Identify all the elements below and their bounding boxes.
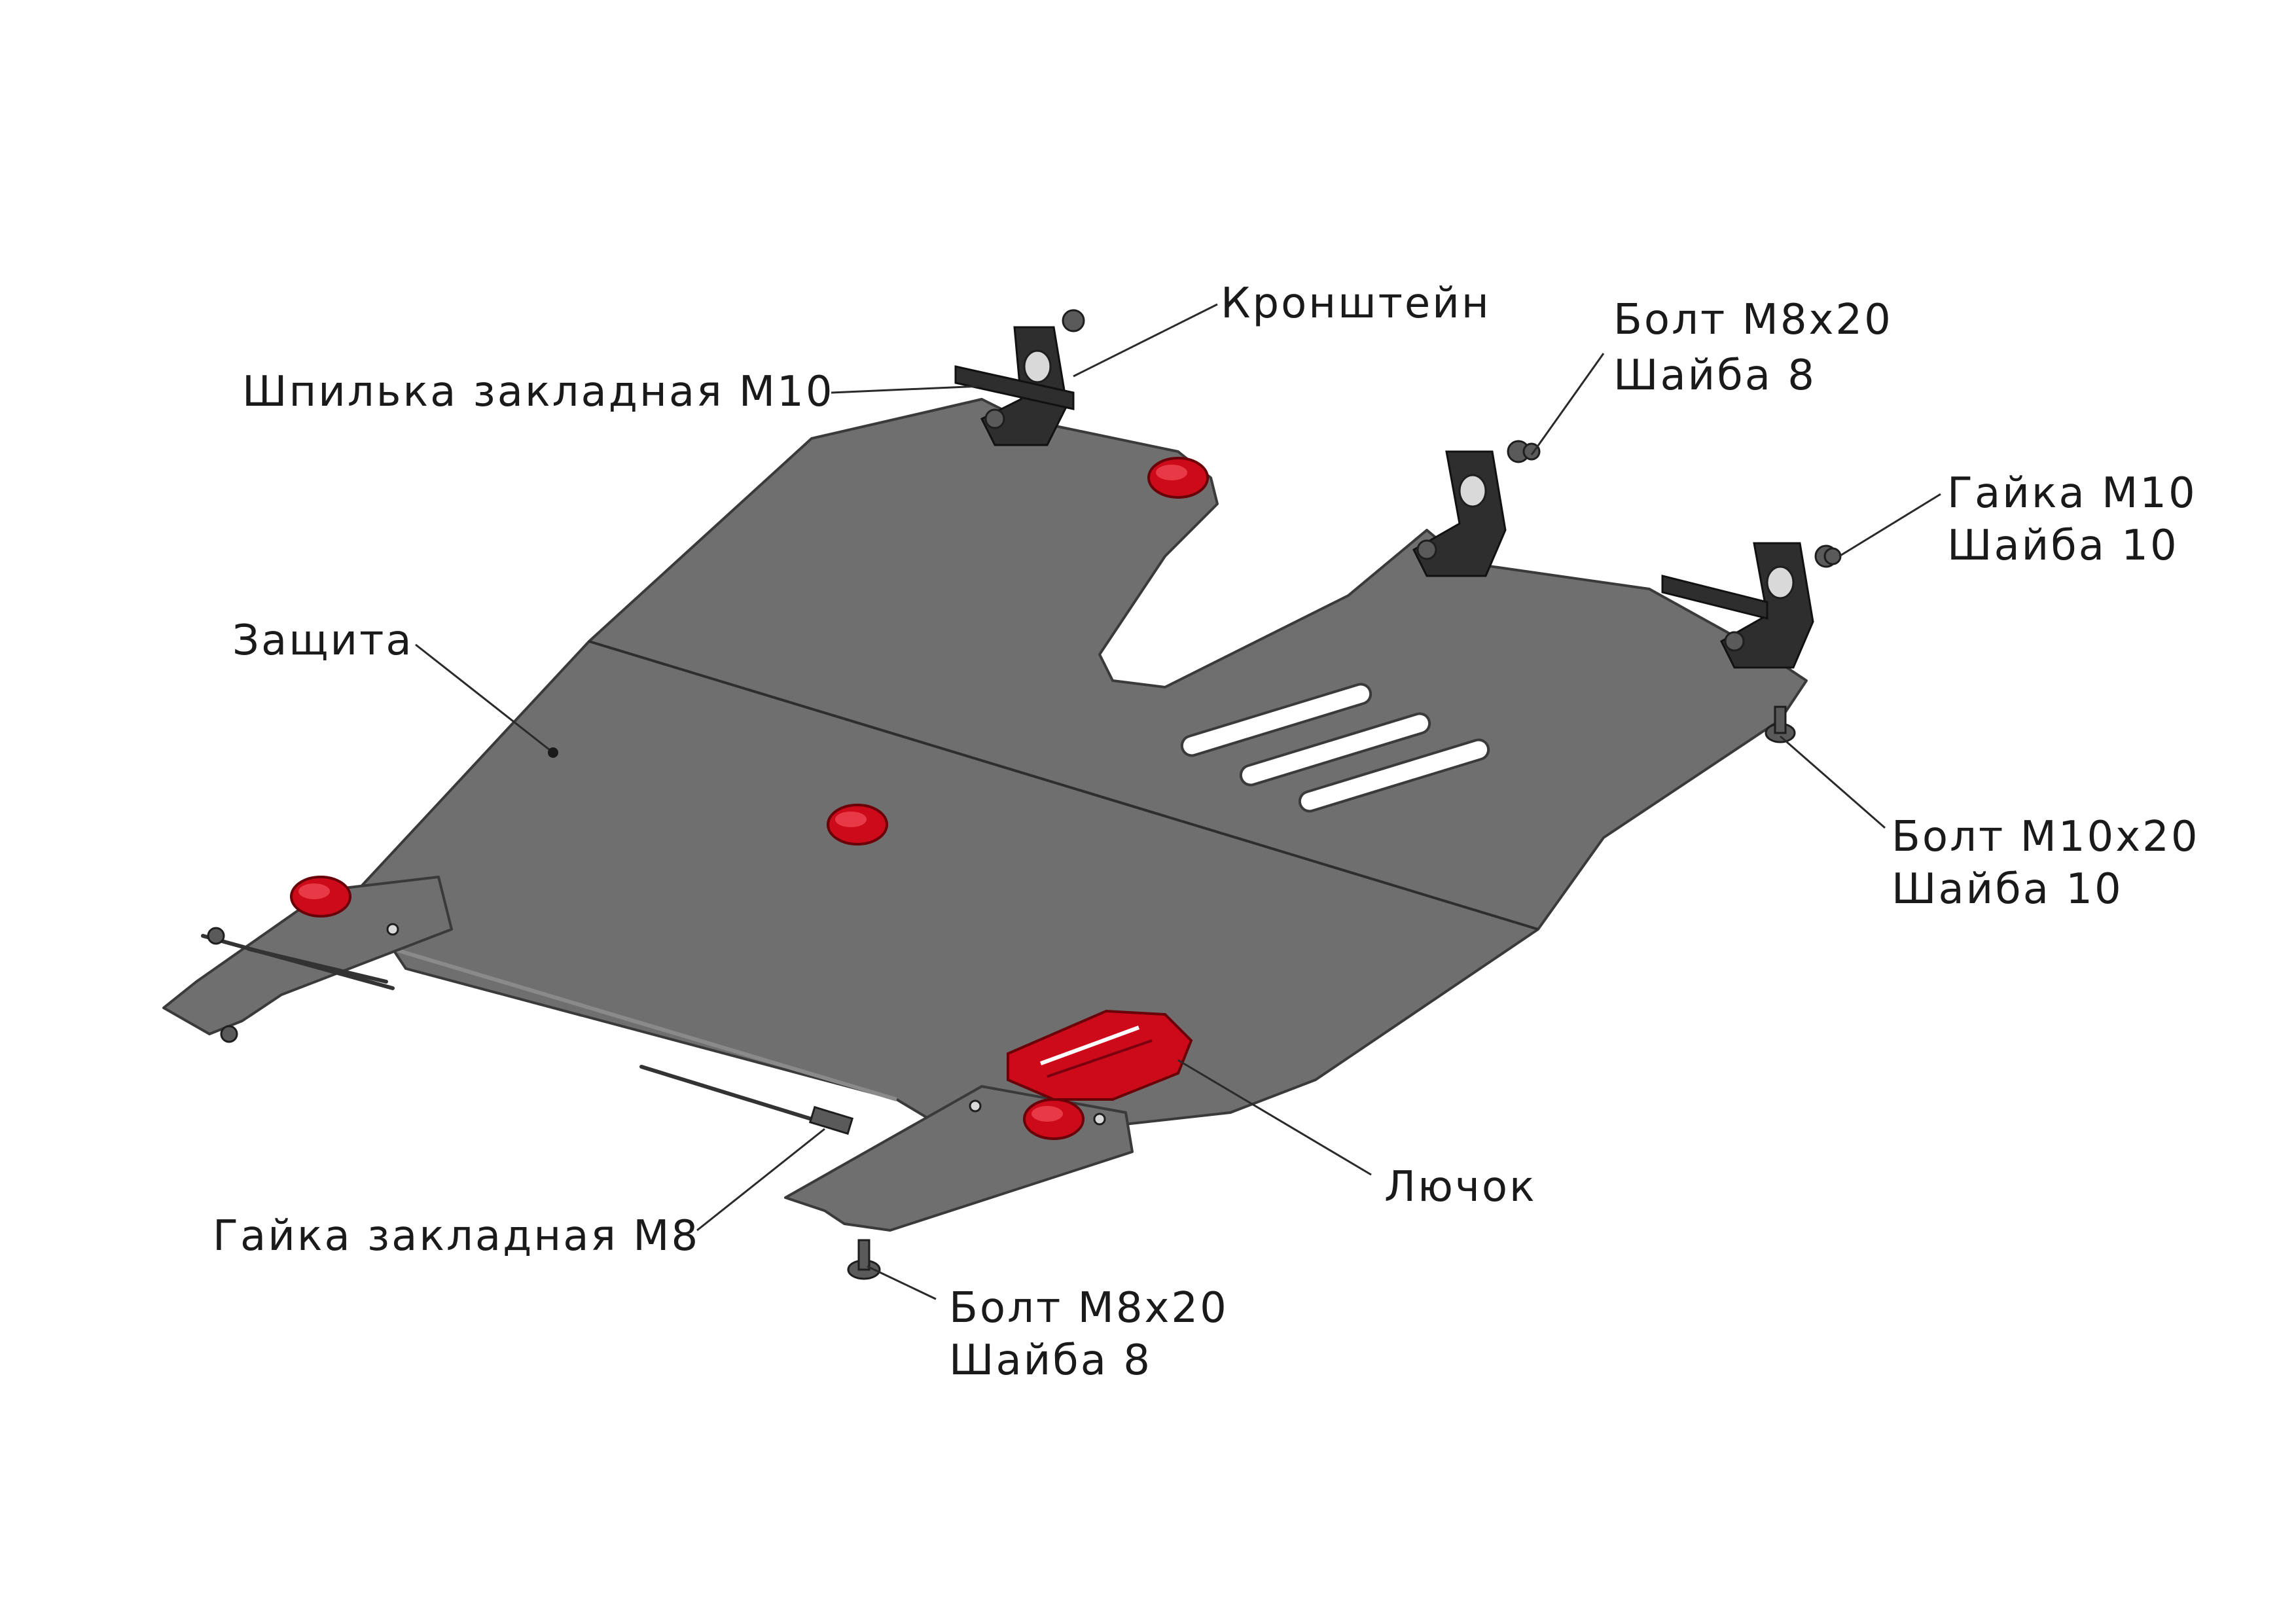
- leader-nut-right: [1839, 493, 1941, 558]
- bottom-tab-hole: [969, 1099, 982, 1113]
- leader-stud: [831, 385, 982, 394]
- right-bolt-m10: [1765, 705, 1796, 743]
- leader-bolt-bottom: [867, 1265, 937, 1300]
- label-bolt-bottom-line2: Шайба 8: [949, 1336, 1152, 1385]
- left-rear-bolt: [220, 1025, 238, 1043]
- ventilation-slots: [1180, 683, 1490, 813]
- label-stud: Шпилька закладная М10: [242, 368, 834, 416]
- label-bracket: Кронштейн: [1221, 279, 1491, 328]
- right-nut-m10: [1823, 547, 1842, 565]
- leader-lines: [415, 303, 1941, 1300]
- leader-bolt-top: [1530, 353, 1605, 455]
- left-front-bolt: [207, 927, 225, 945]
- bottom-mounting-tab: [784, 1085, 1134, 1232]
- leader-nut-bottom: [696, 1128, 825, 1232]
- guard-plate: [326, 398, 1808, 1127]
- label-guard: Защита: [232, 616, 414, 665]
- vent-slot-3: [1298, 738, 1490, 813]
- leader-hatch: [1177, 1059, 1372, 1176]
- bottom-bolt-m8: [847, 1239, 881, 1280]
- hatch-cover: [1007, 1009, 1193, 1101]
- label-bolt-bottom-line1: Болт М8х20: [949, 1284, 1229, 1332]
- label-hatch: Лючок: [1384, 1163, 1537, 1211]
- embedded-nut-m8: [639, 1065, 854, 1135]
- bracket-middle: [1412, 440, 1530, 577]
- vent-slot-2: [1239, 712, 1431, 787]
- label-bolt-right-line2: Шайба 10: [1892, 865, 2123, 914]
- label-bolt-top-line2: Шайба 8: [1613, 351, 1816, 400]
- red-plugs: [290, 457, 1209, 1140]
- label-nut-right-line1: Гайка М10: [1947, 469, 2197, 518]
- label-bolt-right-line1: Болт М10х20: [1892, 813, 2200, 861]
- left-mounting-tab: [162, 876, 453, 1043]
- bottom-tab-hole-2: [1093, 1113, 1106, 1126]
- bracket-left: [954, 309, 1085, 446]
- label-nut-bottom: Гайка закладная М8: [213, 1212, 700, 1260]
- left-tab-hole: [386, 923, 399, 936]
- label-nut-right-line2: Шайба 10: [1947, 522, 2179, 570]
- leader-bracket: [1073, 303, 1218, 378]
- leader-bolt-right: [1780, 735, 1886, 829]
- label-bolt-top-line1: Болт М8х20: [1613, 296, 1893, 344]
- leader-guard: [415, 643, 554, 754]
- bracket-left-bolt: [1062, 309, 1085, 332]
- vent-slot-1: [1180, 683, 1372, 757]
